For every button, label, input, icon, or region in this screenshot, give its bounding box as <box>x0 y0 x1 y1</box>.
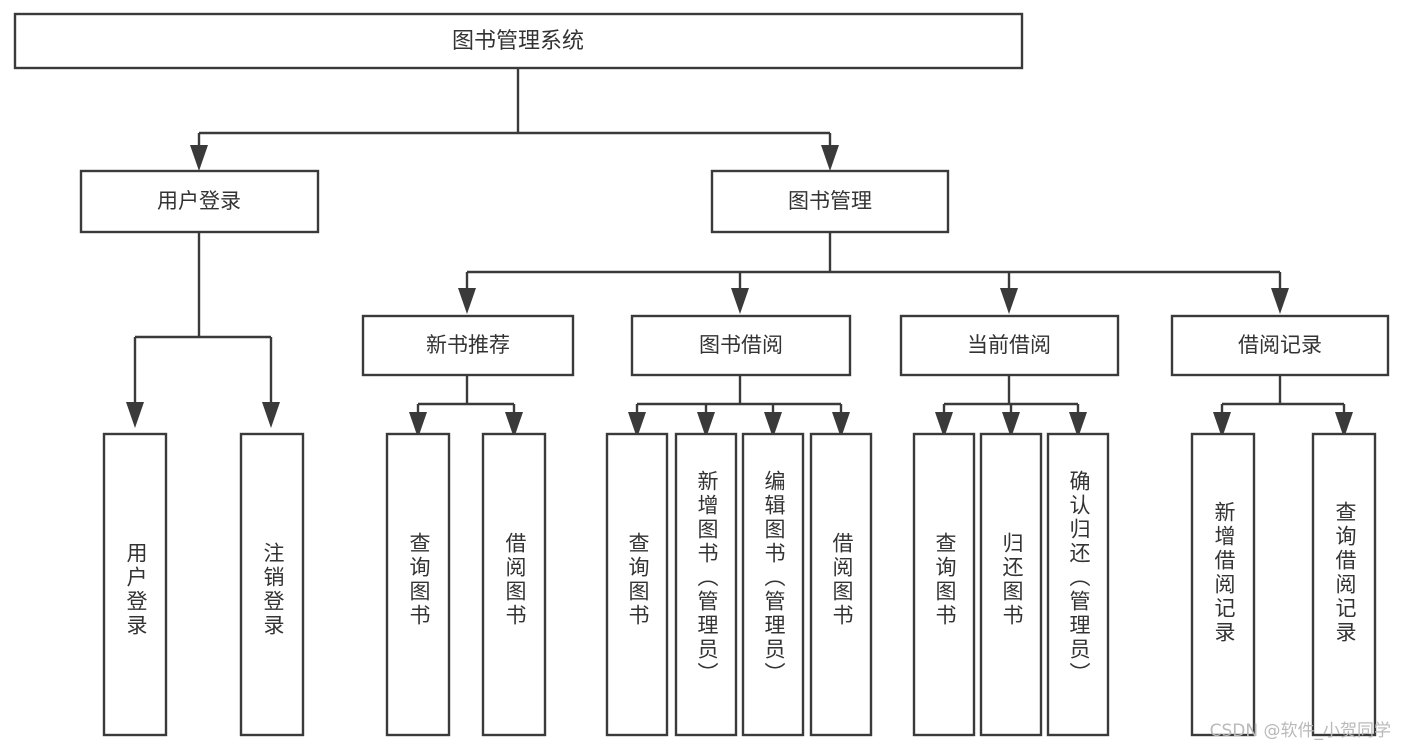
leaf-return-book-label: 归还图书 <box>1000 532 1024 628</box>
leaf-logout[interactable]: 注销登录 <box>239 432 305 737</box>
leaf-query-record[interactable]: 查询借阅记录 <box>1311 432 1377 737</box>
node-user-login-label: 用户登录 <box>157 189 241 213</box>
leaf-borrow-book-a-box[interactable] <box>481 432 547 737</box>
arrow-to-leaf-user-login <box>126 402 144 428</box>
node-book-borrow-label: 图书借阅 <box>699 333 783 357</box>
leaf-edit-book-box[interactable] <box>741 432 805 737</box>
node-root[interactable]: 图书管理系统 <box>13 12 1024 70</box>
leaf-return-book-box[interactable] <box>979 432 1043 737</box>
leaf-query-book-a-label: 查询图书 <box>407 532 431 628</box>
leaf-confirm-return[interactable]: 确认归还（管理员） <box>1046 432 1110 737</box>
arrow-to-leaf-logout <box>262 402 280 428</box>
node-borrow-record-box[interactable] <box>1170 314 1390 377</box>
leaf-borrow-book-b[interactable]: 借阅图书 <box>809 432 873 737</box>
node-new-book-rec-box[interactable] <box>361 314 575 377</box>
node-user-login-box[interactable] <box>79 169 320 234</box>
node-book-manage-box[interactable] <box>710 169 950 234</box>
leaf-user-login[interactable]: 用户登录 <box>102 432 168 737</box>
node-book-borrow-box[interactable] <box>630 314 852 377</box>
leaf-add-book-label: 新增图书（管理员） <box>695 470 719 686</box>
leaf-confirm-return-label: 确认归还（管理员） <box>1067 470 1091 686</box>
leaf-edit-book-label: 编辑图书（管理员） <box>762 470 786 686</box>
leaf-return-book[interactable]: 归还图书 <box>979 432 1043 737</box>
leaf-add-record-box[interactable] <box>1190 432 1256 737</box>
leaf-borrow-book-a-label: 借阅图书 <box>503 532 527 628</box>
leaf-user-login-label: 用户登录 <box>124 542 148 638</box>
leaf-edit-book[interactable]: 编辑图书（管理员） <box>741 432 805 737</box>
arrow-to-borrow-record <box>1271 288 1289 314</box>
node-root-label: 图书管理系统 <box>452 29 584 54</box>
leaf-query-book-b-box[interactable] <box>605 432 669 737</box>
arrow-to-current-borrow <box>1000 288 1018 314</box>
node-borrow-record[interactable]: 借阅记录 <box>1170 314 1390 377</box>
leaf-add-record-label: 新增借阅记录 <box>1212 501 1236 645</box>
leaf-add-book[interactable]: 新增图书（管理员） <box>674 432 738 737</box>
arrow-to-user-login <box>190 145 208 171</box>
arrow-to-book-manage <box>821 145 839 171</box>
leaf-borrow-book-a[interactable]: 借阅图书 <box>481 432 547 737</box>
arrow-to-new-book-rec <box>458 288 476 314</box>
connector-layer <box>126 68 1353 438</box>
leaf-query-book-a[interactable]: 查询图书 <box>385 432 451 737</box>
node-current-borrow-label: 当前借阅 <box>967 333 1051 357</box>
node-book-manage[interactable]: 图书管理 <box>710 169 950 234</box>
node-current-borrow-box[interactable] <box>899 314 1120 377</box>
leaf-borrow-book-b-box[interactable] <box>809 432 873 737</box>
node-current-borrow[interactable]: 当前借阅 <box>899 314 1120 377</box>
leaf-add-record[interactable]: 新增借阅记录 <box>1190 432 1256 737</box>
leaf-query-record-box[interactable] <box>1311 432 1377 737</box>
leaf-logout-box[interactable] <box>239 432 305 737</box>
arrow-to-book-borrow <box>731 288 749 314</box>
node-book-manage-label: 图书管理 <box>788 189 872 213</box>
node-book-borrow[interactable]: 图书借阅 <box>630 314 852 377</box>
leaf-query-book-c-label: 查询图书 <box>933 532 957 628</box>
leaf-query-book-c-box[interactable] <box>912 432 976 737</box>
node-borrow-record-label: 借阅记录 <box>1238 333 1322 357</box>
node-user-login[interactable]: 用户登录 <box>79 169 320 234</box>
node-root-box[interactable] <box>13 12 1024 70</box>
leaf-add-book-box[interactable] <box>674 432 738 737</box>
node-new-book-rec-label: 新书推荐 <box>426 333 510 357</box>
leaf-query-book-b-label: 查询图书 <box>626 532 650 628</box>
leaf-query-book-c[interactable]: 查询图书 <box>912 432 976 737</box>
leaf-logout-label: 注销登录 <box>261 542 285 638</box>
leaf-user-login-box[interactable] <box>102 432 168 737</box>
leaf-query-record-label: 查询借阅记录 <box>1333 501 1357 645</box>
leaf-borrow-book-b-label: 借阅图书 <box>830 532 854 628</box>
leaf-query-book-b[interactable]: 查询图书 <box>605 432 669 737</box>
node-new-book-rec[interactable]: 新书推荐 <box>361 314 575 377</box>
leaf-query-book-a-box[interactable] <box>385 432 451 737</box>
leaf-confirm-return-box[interactable] <box>1046 432 1110 737</box>
